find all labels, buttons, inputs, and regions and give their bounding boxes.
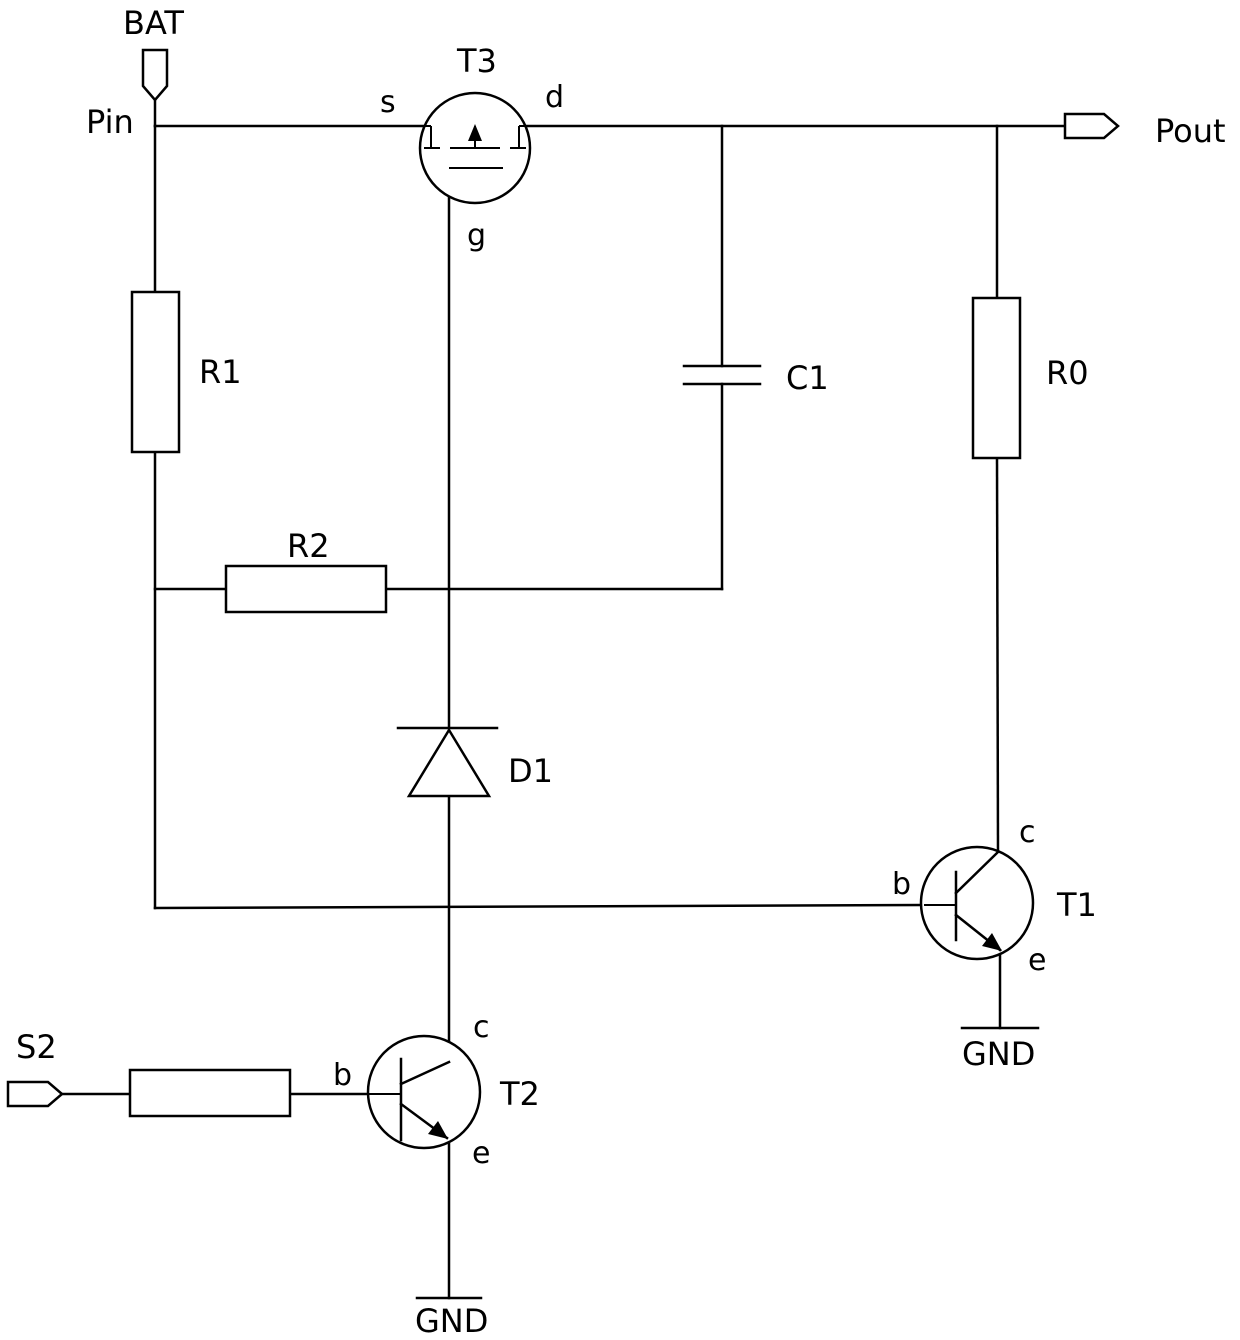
bat-connector-shape <box>143 50 167 100</box>
t2-collector-label: c <box>473 1010 490 1045</box>
r0-body <box>973 298 1020 458</box>
d1-label: D1 <box>508 752 553 790</box>
t2-ground: GND <box>415 1298 488 1340</box>
s2-base-resistor <box>130 1070 290 1116</box>
t1-transistor: T1 c b e <box>892 815 1097 978</box>
t1-emitter-label: e <box>1028 943 1046 978</box>
pin-label: Pin <box>86 103 134 141</box>
t2-label: T2 <box>499 1075 540 1113</box>
t2-base-label: b <box>333 1058 352 1093</box>
r0-label: R0 <box>1046 354 1089 392</box>
s2-base-resistor-body <box>130 1070 290 1116</box>
r1-body <box>132 292 179 452</box>
t1-collector-label: c <box>1019 815 1036 850</box>
r2-body <box>226 566 386 612</box>
t3-gate-label: g <box>467 218 486 253</box>
c1-label: C1 <box>786 359 829 397</box>
s2-label: S2 <box>16 1028 57 1066</box>
pout-connector-shape <box>1065 114 1118 138</box>
bat-connector: BAT <box>123 4 184 100</box>
s2-connector-shape <box>8 1082 62 1106</box>
wires <box>62 100 1065 1298</box>
t3-drain-label: d <box>545 80 564 115</box>
t1-ground: GND <box>962 1028 1038 1073</box>
t1-ground-label: GND <box>962 1035 1035 1073</box>
t2-ground-label: GND <box>415 1302 488 1340</box>
r0-resistor: R0 <box>973 298 1089 458</box>
r1-label: R1 <box>199 353 242 391</box>
d1-diode: D1 <box>398 728 553 796</box>
wire-r0-to-t1-collector <box>997 458 998 852</box>
t3-label: T3 <box>456 42 497 80</box>
r2-label: R2 <box>287 527 330 565</box>
s2-connector: S2 <box>8 1028 62 1106</box>
t2-body <box>368 1036 480 1148</box>
r2-resistor: R2 <box>226 527 386 612</box>
t3-mosfet: T3 s d g <box>380 42 564 253</box>
t3-source-label: s <box>380 85 396 120</box>
wire-base-line-to-t1 <box>155 905 924 908</box>
t1-label: T1 <box>1056 886 1097 924</box>
bat-label: BAT <box>123 4 184 42</box>
t2-transistor: T2 c b e <box>333 1010 540 1171</box>
pout-label: Pout <box>1155 112 1226 150</box>
t2-emitter-label: e <box>472 1136 490 1171</box>
c1-capacitor: C1 <box>684 359 829 397</box>
r1-resistor: R1 <box>132 292 242 452</box>
pout-connector: Pout <box>1065 112 1226 150</box>
t1-body <box>921 847 1033 959</box>
t1-base-label: b <box>892 867 911 902</box>
d1-triangle <box>409 730 489 796</box>
